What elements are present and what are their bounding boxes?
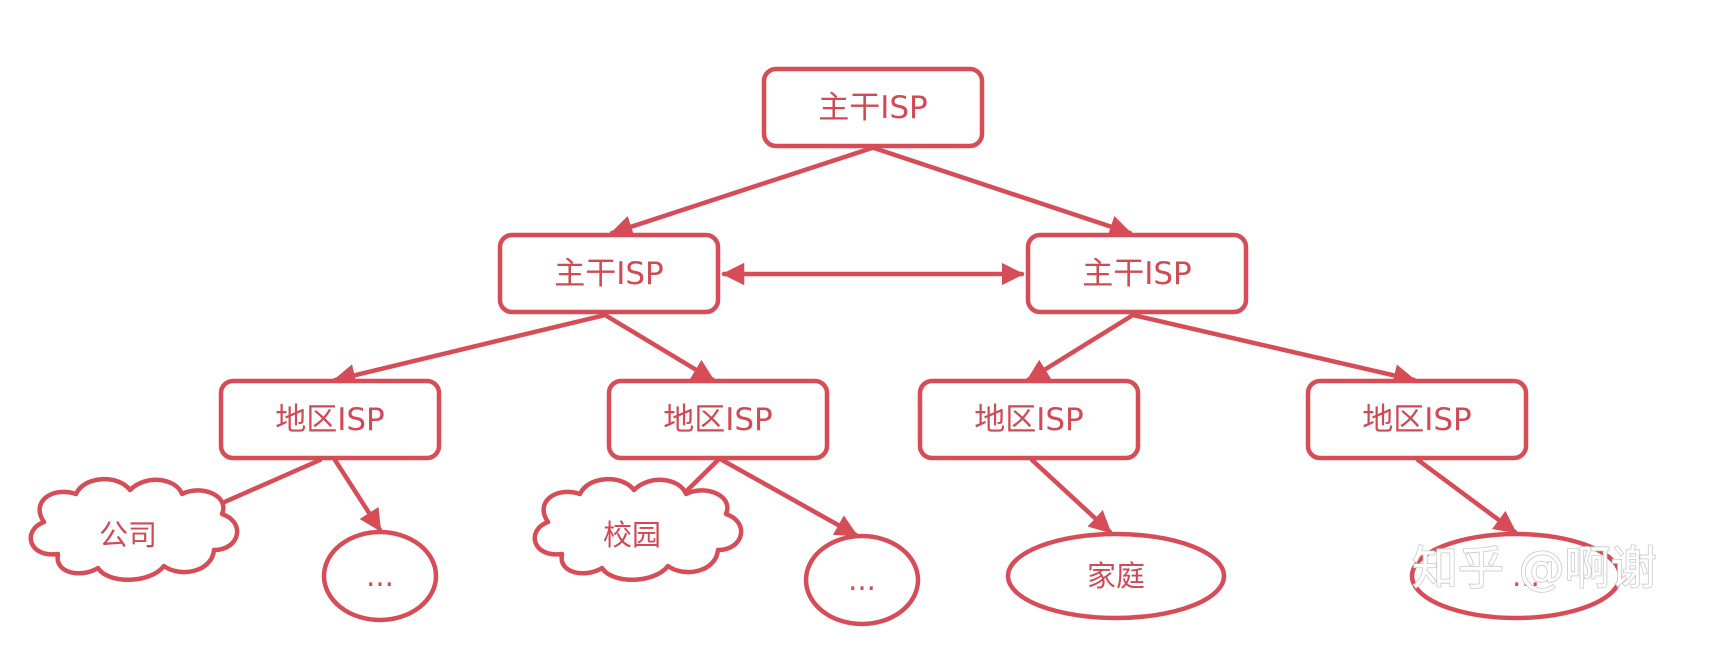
leaf-ellipsis-1: ... — [321, 529, 439, 623]
leaf-ellipsis-2: ... — [803, 533, 921, 627]
edge-backbone-left-to-regional-2 — [602, 312, 716, 383]
edge-regional-2-to-ellipsis-2 — [719, 457, 859, 538]
node-regional-1-label: 地区ISP — [275, 402, 385, 438]
node-regional-2-label: 地区ISP — [663, 402, 773, 438]
leaf-home-label: 家庭 — [1087, 559, 1145, 593]
edge-backbone-top-to-right — [871, 145, 1133, 238]
leaf-campus-cloud: 校园 — [532, 476, 744, 582]
node-regional-3: 地区ISP — [917, 378, 1141, 461]
node-regional-3-label: 地区ISP — [974, 402, 1084, 438]
edge-regional-4-to-ellipsis-3 — [1415, 457, 1518, 535]
edge-regional-1-to-ellipsis-1 — [332, 457, 383, 533]
node-regional-1: 地区ISP — [218, 378, 442, 461]
leaf-ellipsis-1-label: ... — [366, 559, 394, 593]
node-regional-4: 地区ISP — [1305, 378, 1529, 461]
leaf-ellipsis-3-label: ... — [1512, 559, 1540, 593]
edge-regional-3-to-home — [1029, 457, 1113, 535]
node-backbone-left: 主干ISP — [497, 232, 721, 315]
edge-backbone-top-to-left — [609, 145, 875, 238]
leaf-company-cloud: 公司 — [28, 476, 240, 582]
edge-backbone-right-to-regional-4 — [1130, 312, 1417, 387]
edge-backbone-left-to-regional-1 — [332, 312, 608, 387]
edge-backbone-right-to-regional-3 — [1025, 312, 1136, 383]
leaf-company-label: 公司 — [99, 518, 157, 552]
node-backbone-right: 主干ISP — [1025, 232, 1249, 315]
leaf-home: 家庭 — [1005, 531, 1227, 621]
watermark: 知乎 @啊谢 — [1412, 541, 1657, 595]
node-backbone-top: 主干ISP — [761, 66, 985, 149]
leaf-ellipsis-3: ... — [1409, 531, 1623, 621]
node-backbone-top-label: 主干ISP — [818, 90, 928, 126]
node-regional-4-label: 地区ISP — [1362, 402, 1472, 438]
node-regional-2: 地区ISP — [606, 378, 830, 461]
leaf-ellipsis-2-label: ... — [848, 563, 876, 597]
node-backbone-left-label: 主干ISP — [554, 256, 664, 292]
node-backbone-right-label: 主干ISP — [1082, 256, 1192, 292]
leaf-campus-label: 校园 — [603, 518, 661, 552]
